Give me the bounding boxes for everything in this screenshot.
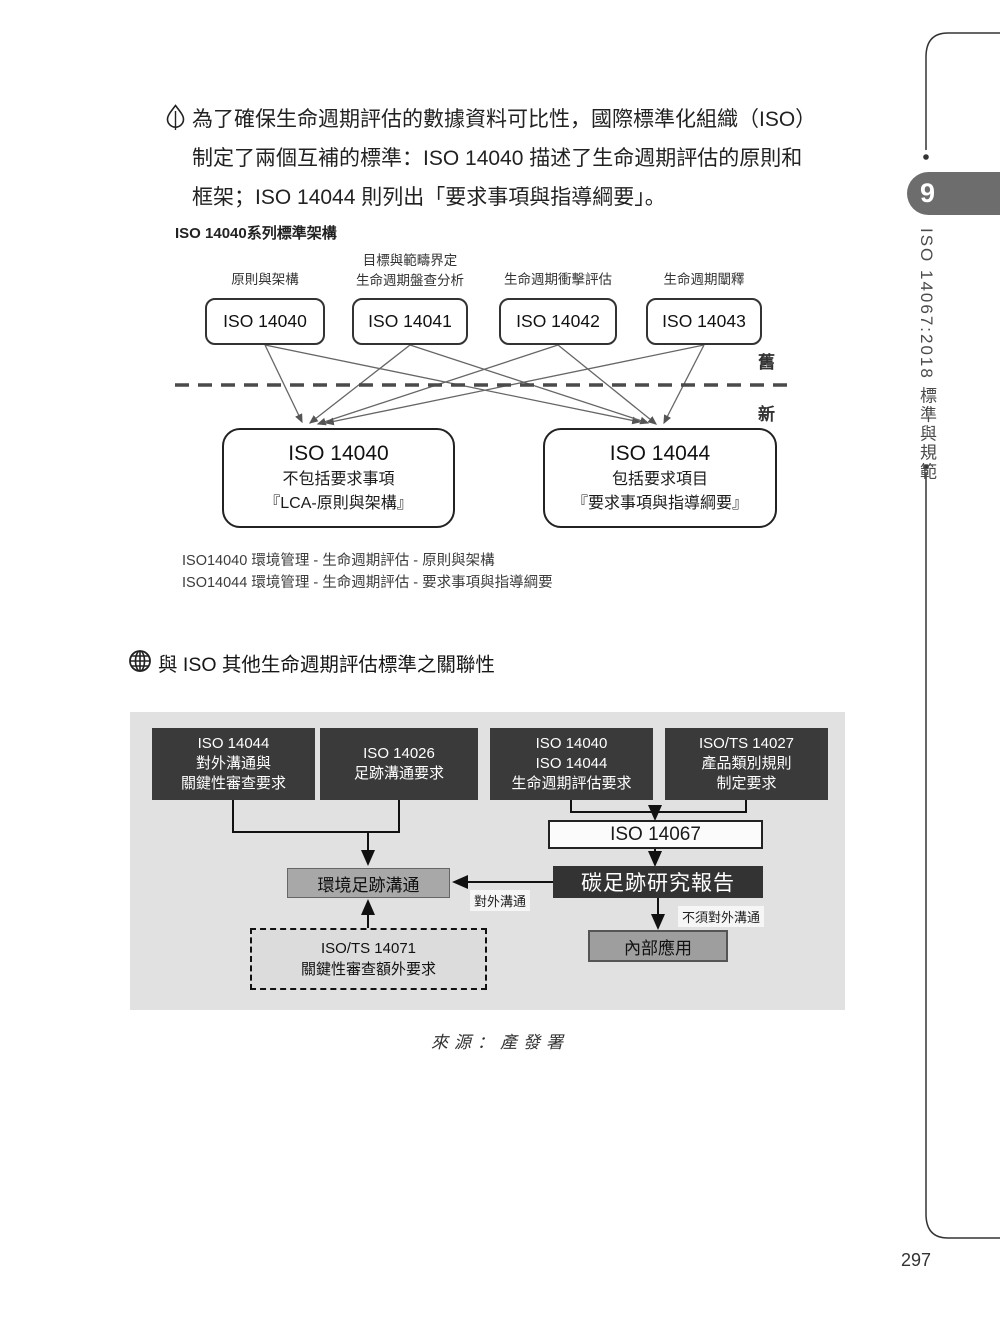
diagram1-connectors (175, 344, 792, 426)
box-iso14040-new: ISO 14040 不包括要求事項 『LCA-原則與架構』 (222, 428, 455, 528)
new-label: 新 (758, 405, 775, 424)
flow-box-carbon-footprint-report: 碳足跡研究報告 (553, 866, 763, 898)
diagram1-captions: ISO14040 環境管理 - 生命週期評估 - 原則與架構 ISO14044 … (182, 550, 553, 594)
chapter-number: 9 (920, 178, 936, 208)
intro-line-3: 框架；ISO 14044 則列出「要求事項與指導綱要」。 (192, 186, 666, 209)
sidebar-rule (923, 32, 1000, 1239)
intro-paragraph: 為了確保生命週期評估的數據資料可比性，國際標準化組織（ISO） 制定了兩個互補的… (192, 100, 852, 217)
label-iso14042: 生命週期衝擊評估 (504, 272, 612, 287)
globe-icon (128, 649, 152, 678)
section2-heading: 與 ISO 其他生命週期評估標準之關聯性 (158, 654, 495, 676)
iso-14040-series-diagram: ISO 14040系列標準架構 原則與架構 目標與範疇界定 生命週期盤查分析 生… (130, 220, 830, 540)
box-iso14041: ISO 14041 (352, 298, 468, 345)
source-note: 來源：產發署 (431, 1033, 569, 1052)
flow-box-iso14040-14044: ISO 14040 ISO 14044 生命週期評估要求 (490, 728, 653, 800)
flow-box-internal-use: 內部應用 (588, 930, 728, 962)
flow-box-isots14071: ISO/TS 14071 關鍵性審查額外要求 (250, 928, 487, 990)
iso-relationship-flowchart: ISO 14044 對外溝通與 關鍵性審查要求 ISO 14026 足跡溝通要求… (130, 712, 845, 1010)
caption-iso14040: ISO14040 環境管理 - 生命週期評估 - 原則與架構 (182, 553, 495, 569)
flow-box-iso14067: ISO 14067 (548, 820, 763, 849)
chapter-number-tab: 9 (907, 172, 1000, 215)
box-iso14043: ISO 14043 (646, 298, 762, 345)
caption-iso14044: ISO14044 環境管理 - 生命週期評估 - 要求事項與指導綱要 (182, 575, 553, 591)
diagram1-title: ISO 14040系列標準架構 (175, 225, 337, 242)
intro-line-2: 制定了兩個互補的標準：ISO 14040 描述了生命週期評估的原則和 (192, 147, 803, 170)
label-iso14043: 生命週期闡釋 (663, 272, 745, 287)
label-external-communication: 對外溝通 (470, 890, 531, 911)
box-iso14044-new: ISO 14044 包括要求項目 『要求事項與指導綱要』 (543, 428, 777, 528)
page-number: 297 (901, 1250, 932, 1270)
box-iso14042: ISO 14042 (499, 298, 617, 345)
old-label: 舊 (758, 353, 775, 372)
label-iso14040: 原則與架構 (231, 272, 299, 287)
flow-box-iso14044: ISO 14044 對外溝通與 關鍵性審查要求 (152, 728, 315, 800)
label-no-external-communication: 不須對外溝通 (678, 906, 765, 927)
flow-box-env-footprint-communication: 環境足跡溝通 (287, 868, 450, 898)
flowchart-connectors (232, 800, 747, 930)
intro-line-1: 為了確保生命週期評估的數據資料可比性，國際標準化組織（ISO） (192, 108, 817, 131)
leaf-icon (164, 104, 187, 136)
box-iso14040: ISO 14040 (205, 298, 325, 345)
flow-box-iso14026: ISO 14026 足跡溝通要求 (320, 728, 478, 800)
chapter-title-vertical: ISO 14067:2018 標準與規範 (917, 228, 936, 482)
label-iso14041: 目標與範疇界定 生命週期盤查分析 (356, 253, 464, 288)
flow-box-isots14027: ISO/TS 14027 產品類別規則 制定要求 (665, 728, 828, 800)
